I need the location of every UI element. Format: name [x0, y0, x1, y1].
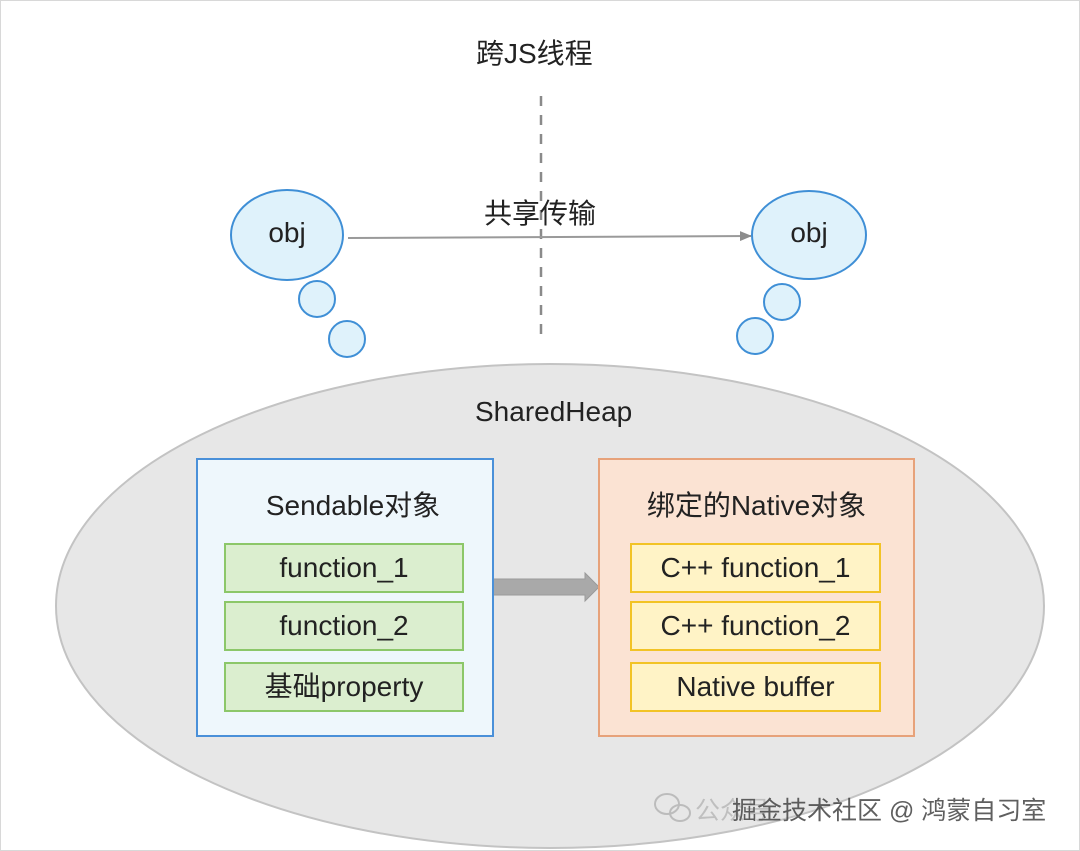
right-obj-cloud [751, 190, 867, 280]
left-obj-cloud [230, 189, 344, 281]
binding-block-arrow [492, 571, 600, 603]
watermark-main-text: 掘金技术社区 @ 鸿蒙自习室 [732, 797, 1047, 825]
left-obj-label: obj [268, 217, 306, 248]
native-object-panel: 绑定的Native对象 C++ function_1 C++ function_… [598, 458, 915, 737]
sendable-item-property: 基础property [224, 662, 464, 712]
right-thought-bubble-1 [763, 283, 801, 321]
native-item-cpp-function-2: C++ function_2 [630, 601, 881, 651]
watermark-faded-text: 公众号 [695, 797, 771, 825]
native-panel-title: 绑定的Native对象 [646, 490, 867, 521]
sendable-item-function-1: function_1 [224, 543, 464, 593]
left-thought-bubble-1 [298, 280, 336, 318]
sendable-object-panel: Sendable对象 function_1 function_2 基础prope… [196, 458, 494, 737]
right-obj-label: obj [790, 217, 828, 248]
native-item-cpp-function-1: C++ function_1 [630, 543, 881, 593]
transfer-label: 共享传输 [484, 198, 597, 229]
wechat-icon [654, 793, 691, 822]
sendable-item-function-2: function_2 [224, 601, 464, 651]
shared-heap-label: SharedHeap [475, 396, 633, 427]
native-item-buffer: Native buffer [630, 662, 881, 712]
right-thought-bubble-2 [736, 317, 774, 355]
cross-thread-title: 跨JS线程 [476, 38, 593, 69]
transfer-arrow [347, 231, 752, 242]
watermark: 公众号掘金技术社区 @ 鸿蒙自习室 [651, 791, 1046, 827]
left-thought-bubble-2 [328, 320, 366, 358]
sendable-panel-title: Sendable对象 [265, 490, 441, 521]
